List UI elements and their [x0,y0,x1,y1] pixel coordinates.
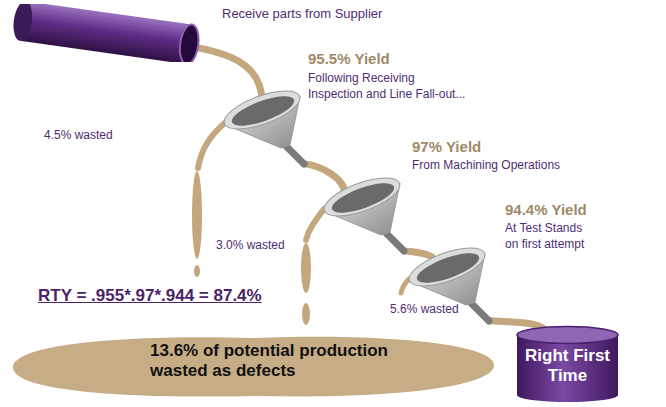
shape-part [384,231,404,251]
shape-part [11,4,201,62]
funnel-shape [405,245,505,335]
waste-puddle: 13.6% of potential production wasted as … [5,328,500,400]
supplier-barrel: Receive parts from Supplier [8,4,208,62]
drip-stream [401,279,409,293]
shape-part [11,4,34,42]
step-description: From Machining Operations [412,158,612,174]
shape-part [284,144,304,164]
rty-formula: RTY = .955*.97*.944 = 87.4% [38,286,262,306]
drip-drop [194,265,200,277]
waste-percentage: 3.0% wasted [216,238,285,252]
shape-part [178,23,201,62]
output-bin: Right First Time [515,325,620,403]
text-slot: Following Receiving Inspection and Line … [308,71,470,102]
waste-percentage: 5.6% wasted [390,302,459,316]
pour-stream [192,47,262,102]
shape-part [229,90,298,131]
text-slot: 97% Yield [412,138,612,156]
shape-part [220,88,304,137]
text-slot: At Test Stands on first attempt [505,221,595,252]
yield-funnel: 97% YieldFrom Machining Operations [320,175,420,265]
text-slot: From Machining Operations [412,158,612,174]
shape-part [329,177,398,218]
yield-heading: 95.5% Yield [308,50,508,68]
shape-part [469,301,489,321]
yield-funnel: 94.4% YieldAt Test Stands on first attem… [405,245,505,335]
shape-part [405,245,489,294]
shape-part [13,337,494,397]
shape-part [320,175,404,224]
drip-drop [302,303,310,325]
yield-funnel: 95.5% YieldFollowing Receiving Inspectio… [220,88,320,178]
shape-part [517,327,618,344]
step-description: Following Receiving Inspection and Line … [308,71,470,102]
yield-heading: 97% Yield [412,138,612,156]
yield-heading: 94.4% Yield [505,201,655,219]
drip-drop [192,171,202,259]
bin-label: Right First Time [519,346,616,385]
funnel-shape [320,175,420,265]
step-caption: Receive parts from Supplier [222,6,482,22]
drip-drop [301,243,311,293]
barrel-shape [8,4,208,62]
step-description: At Test Stands on first attempt [505,221,595,252]
shape-part [20,4,192,62]
drip-stream [198,122,226,168]
drip-stream [306,209,324,240]
waste-summary: 13.6% of potential production wasted as … [150,341,430,382]
shape-part [517,335,618,402]
funnel-shape [220,88,320,178]
text-slot: Right First Time [519,346,616,385]
text-slot: 94.4% Yield [505,201,655,219]
text-slot: 95.5% Yield [308,50,508,68]
waste-percentage: 4.5% wasted [44,128,113,142]
text-slot: Receive parts from Supplier [222,6,482,22]
text-slot: 13.6% of potential production wasted as … [150,341,430,382]
pour-stream [304,164,345,195]
shape-part [414,247,483,288]
